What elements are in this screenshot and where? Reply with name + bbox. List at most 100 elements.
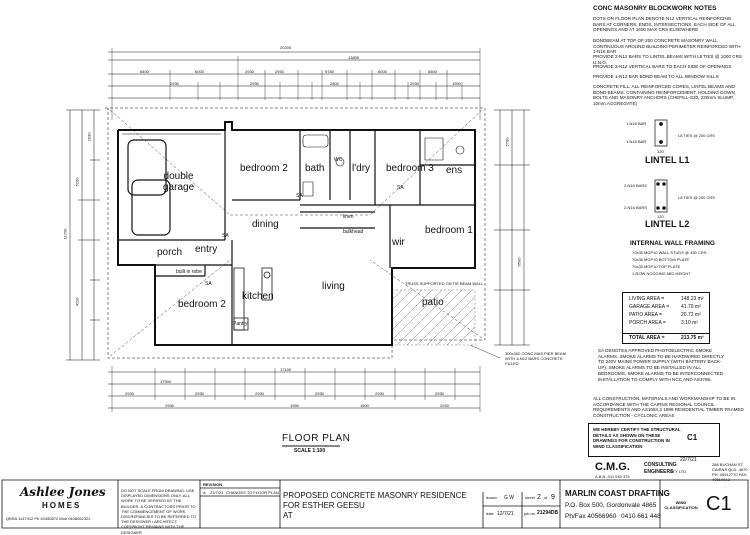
sheet-total: 9 bbox=[551, 494, 555, 501]
job-number: 21294DB bbox=[537, 510, 559, 516]
areas-table: LIVING AREA = 148.23 m² GARAGE AREA = 41… bbox=[622, 292, 710, 334]
dim-top-6: 2930 bbox=[275, 69, 284, 74]
left-dimension-lines bbox=[66, 110, 100, 360]
dim-bottom-11: 1500 bbox=[360, 403, 369, 408]
title-block-frame bbox=[2, 480, 748, 528]
smoke-alarm-3: SA bbox=[397, 185, 404, 191]
label-linen: linen bbox=[343, 214, 354, 220]
revision-label: REVISION bbox=[203, 482, 223, 487]
dim-top-3: 6400 bbox=[140, 69, 149, 74]
room-wir: wir bbox=[392, 237, 405, 248]
sheet-of-label: of bbox=[544, 495, 548, 500]
areas-total: TOTAL AREA = 213.75 m² bbox=[622, 333, 710, 344]
floor-plan-title: FLOOR PLAN bbox=[282, 433, 351, 444]
date-value: 12/7/21 bbox=[497, 511, 514, 517]
room-kitchen: kitchen bbox=[242, 291, 274, 302]
framing-line-3: 70x35 MGP10 TOP PLATE bbox=[632, 264, 681, 269]
construction-note: ALL CONSTRUCTION, MATERIALS AND WORKMANS… bbox=[593, 396, 744, 419]
interior-walls bbox=[155, 130, 475, 345]
smoke-alarm-4: SA bbox=[296, 193, 303, 199]
note-5: PROVIDE 1-N12 BAR BOND BEAM TO ALL WINDO… bbox=[593, 74, 719, 79]
bottom-dimension-lines bbox=[108, 366, 480, 412]
dim-overall-top: 20200 bbox=[280, 45, 292, 50]
engineer-name-2: ENGINEERS bbox=[644, 469, 674, 475]
sheet-label: sheet bbox=[525, 495, 535, 500]
room-wc: WC bbox=[334, 157, 343, 163]
tie-beam-note: TRUSS SUPPORTED ON TIE BEAM WALL bbox=[405, 281, 484, 286]
engineer-name-1: CONSULTING bbox=[644, 462, 677, 468]
smoke-alarm-1: SA bbox=[222, 233, 229, 239]
lintel-l2-title: LINTEL L2 bbox=[645, 219, 690, 229]
dim-bottom-4: 2930 bbox=[195, 391, 204, 396]
certification-date: 22/7/21 bbox=[680, 457, 697, 463]
area-patio-label: PATIO AREA = bbox=[629, 312, 663, 318]
dim-top-12: 2800 bbox=[330, 81, 339, 86]
project-line-3: AT bbox=[283, 511, 293, 520]
patio-hatch bbox=[392, 290, 475, 345]
top-dimension-lines bbox=[108, 48, 480, 120]
brand-homes: HOMES bbox=[42, 501, 82, 510]
note-3: PROVIDE 2-N12 BARS TO LINTEL BEAMS WITH … bbox=[593, 54, 742, 65]
notes-heading: CONC MASONRY BLOCKWORK NOTES bbox=[593, 5, 717, 12]
room-porch: porch bbox=[157, 247, 183, 258]
engineer-logo: C.M.G. bbox=[595, 461, 630, 473]
lintel-l2-bar-top: 2-N16 BARS bbox=[624, 183, 647, 188]
lintel-l1-section bbox=[655, 120, 667, 146]
framing-heading: INTERNAL WALL FRAMING bbox=[630, 240, 715, 247]
dim-top-5: 2930 bbox=[245, 69, 254, 74]
room-patio: patio bbox=[422, 297, 444, 308]
project-line-2: FOR ESTHER GEESU bbox=[283, 501, 365, 510]
firm-phone: Ph/Fax 40566960 bbox=[565, 513, 617, 520]
dim-top-2: 13800 bbox=[348, 55, 360, 60]
lintel-l2-ties: L8 TIES @ 200 CRS bbox=[678, 195, 715, 200]
dim-bottom-12: 2930 bbox=[440, 403, 449, 408]
framing-line-1: 70x35 MGP10 WALL STUDS @ 450 CRS bbox=[632, 250, 707, 255]
dim-side-5: 5700 bbox=[504, 137, 510, 147]
brand-contact: QBSA 1147412 Ph 40450872 Mob 0408062322 bbox=[6, 516, 91, 521]
note-4: PROVIDE 3-N12 VERTICAL BARS TO EACH SIDE… bbox=[593, 64, 732, 69]
framing-line-4: 1-ROW NOGGING MID-HEIGHT bbox=[632, 271, 691, 276]
kitchen-bench bbox=[234, 268, 272, 330]
room-laundry: l'dry bbox=[352, 163, 371, 174]
lintel-l2-section bbox=[655, 180, 667, 212]
smoke-alarm-note: SA DENOTES APPROVED PHOTOELECTRIC SMOKE … bbox=[598, 348, 725, 382]
dim-bottom-7: 2930 bbox=[375, 391, 384, 396]
pier-note: 300x300 CONC MAS PIER BEAM WITH 4-N12 BA… bbox=[505, 351, 566, 366]
lintel-l2-bar-bottom: 2-N16 BARS bbox=[624, 205, 647, 210]
dim-side-6: 6500 bbox=[516, 257, 522, 267]
dim-top-13: 2930 bbox=[410, 81, 419, 86]
dim-top-7: 9780 bbox=[325, 69, 334, 74]
sheet-number: 2 bbox=[537, 494, 541, 501]
area-garage-label: GARAGE AREA = bbox=[629, 304, 670, 310]
garage-walls bbox=[118, 130, 225, 240]
exterior-walls bbox=[118, 122, 475, 345]
dim-bottom-8: 2930 bbox=[435, 391, 444, 396]
certification-text: WE HEREBY CERTIFY THE STRUCTURAL DETAILS… bbox=[593, 427, 681, 449]
room-bedroom-3: bedroom 3 bbox=[386, 163, 434, 174]
room-dining: dining bbox=[252, 219, 279, 230]
dim-bottom-6: 2930 bbox=[315, 391, 324, 396]
dim-bottom-10: 1950 bbox=[290, 403, 299, 408]
note-6: CONCRETE FILL: ALL REINFORCED CORES, LIN… bbox=[593, 84, 735, 107]
area-porch-label: PORCH AREA = bbox=[629, 320, 666, 326]
area-living-value: 148.23 m² bbox=[681, 296, 704, 302]
lintel-l1-title: LINTEL L1 bbox=[645, 155, 690, 165]
dim-side-4: 2930 bbox=[86, 132, 92, 142]
bath-fixtures bbox=[303, 135, 464, 196]
revision-a: A bbox=[203, 490, 206, 495]
area-patio-value: 20.72 m² bbox=[681, 312, 701, 318]
room-entry: entry bbox=[195, 244, 218, 255]
dim-side-2: 5200 bbox=[74, 177, 80, 187]
area-porch-value: 3.10 m² bbox=[681, 320, 698, 326]
firm-mobile: 0410 661 448 bbox=[621, 513, 661, 520]
area-total-label: TOTAL AREA = bbox=[629, 335, 665, 341]
right-dimension-lines bbox=[494, 110, 530, 345]
engineer-address: 288 BUCHAN ST. CAIRNS QLD. 4870 PH: 4051… bbox=[712, 462, 748, 482]
lintel-l1-width: 120 bbox=[657, 149, 664, 154]
revision-a-description: CHANGES TO FLOOR PLAN bbox=[226, 490, 279, 495]
floor-plan-scale: SCALE 1:100 bbox=[294, 448, 326, 454]
drawn-label: drawn bbox=[486, 495, 497, 500]
lintel-l1-bar-top: 1-N16 BAR bbox=[626, 121, 647, 126]
